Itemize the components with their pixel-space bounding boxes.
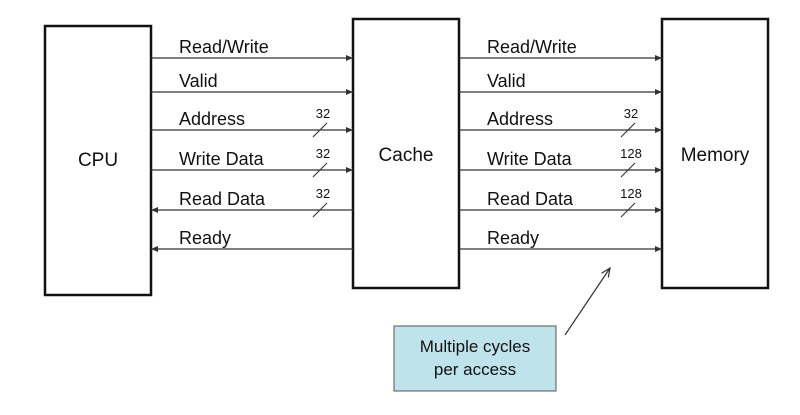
- cache-memory-read-data-bus-width: 128: [620, 186, 642, 201]
- memory-label: Memory: [681, 145, 750, 166]
- cache-box: [351, 17, 461, 290]
- cpu-cache-write-data-bus-slash: [312, 162, 328, 178]
- cpu-box: [43, 24, 153, 297]
- cache-memory-address-bus-slash: [620, 122, 636, 138]
- cache-memory-read-data-bus-slash: [620, 202, 636, 218]
- cache-memory-address-label: Address: [487, 109, 553, 129]
- callout-arrow: [564, 268, 610, 336]
- cache-memory-read-data-label: Read Data: [487, 189, 574, 209]
- cache-memory-address-bus-width: 32: [624, 106, 638, 121]
- cache-memory-write-data-bus-width: 128: [620, 146, 642, 161]
- cpu-cache-address-bus-width: 32: [316, 106, 330, 121]
- callout-line-1: Multiple cycles: [420, 337, 531, 356]
- cpu-cache-read-data-bus-width: 32: [316, 186, 330, 201]
- cpu-cache-read-data-label: Read Data: [179, 189, 266, 209]
- cpu-label: CPU: [78, 150, 118, 171]
- cpu-cache-write-data-label: Write Data: [179, 149, 265, 169]
- cache-label: Cache: [379, 145, 434, 166]
- memory-box: [660, 17, 770, 290]
- cache-memory-read-write-label: Read/Write: [487, 37, 577, 57]
- cpu-cache-valid-label: Valid: [179, 71, 218, 91]
- cpu-cache-read-data-bus-slash: [312, 202, 328, 218]
- callout-box: [393, 325, 557, 392]
- callout-line-2: per access: [434, 360, 516, 379]
- cache-memory-write-data-label: Write Data: [487, 149, 573, 169]
- cpu-cache-address-bus-slash: [312, 122, 328, 138]
- cpu-cache-address-label: Address: [179, 109, 245, 129]
- cpu-cache-write-data-bus-width: 32: [316, 146, 330, 161]
- cache-memory-write-data-bus-slash: [620, 162, 636, 178]
- cpu-cache-read-write-label: Read/Write: [179, 37, 269, 57]
- cache-memory-valid-label: Valid: [487, 71, 526, 91]
- cpu-cache-ready-label: Ready: [179, 228, 231, 248]
- cache-memory-ready-label: Ready: [487, 228, 539, 248]
